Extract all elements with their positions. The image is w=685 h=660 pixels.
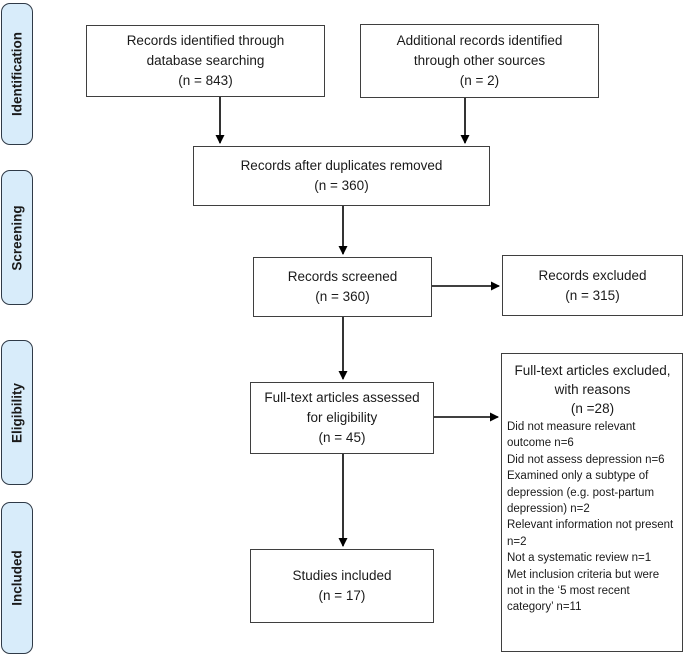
- box-records-screened: Records screened (n = 360): [253, 257, 432, 317]
- box-fulltext-assessed: Full-text articles assessed for eligibil…: [250, 382, 434, 454]
- sidebar-item-included: Included: [1, 502, 33, 654]
- box-studies-included-text: Studies included (n = 17): [292, 568, 392, 603]
- box-records-identified-text: Records identified through database sear…: [126, 33, 285, 88]
- box-duplicates-removed-text: Records after duplicates removed (n = 36…: [240, 158, 443, 193]
- sidebar-label-eligibility: Eligibility: [9, 382, 25, 443]
- box-records-screened-text: Records screened (n = 360): [287, 269, 398, 304]
- box-fulltext-assessed-text: Full-text articles assessed for eligibil…: [264, 390, 420, 445]
- sidebar-item-screening: Screening: [1, 170, 33, 305]
- sidebar-label-screening: Screening: [9, 204, 25, 271]
- sidebar-label-included: Included: [9, 550, 25, 606]
- reason-item: Not a systematic review n=1: [507, 552, 652, 565]
- box-records-identified: Records identified through database sear…: [86, 25, 325, 97]
- reason-item: Relevant information not present n=2: [507, 519, 674, 548]
- box-additional-records-text: Additional records identified through ot…: [396, 33, 563, 88]
- reason-item: Examined only a subtype of depression (e…: [507, 470, 655, 516]
- sidebar-label-identification: Identification: [9, 32, 25, 116]
- fulltext-excluded-reasons-list: Did not measure relevant outcome n=6 Did…: [507, 419, 678, 616]
- box-records-excluded: Records excluded (n = 315): [502, 255, 683, 316]
- sidebar-item-identification: Identification: [1, 3, 33, 145]
- sidebar-item-eligibility: Eligibility: [1, 340, 33, 485]
- reason-item: Met inclusion criteria but were not in t…: [507, 568, 660, 614]
- box-records-excluded-text: Records excluded (n = 315): [538, 267, 647, 303]
- reason-item: Did not assess depression n=6: [507, 453, 665, 466]
- box-fulltext-excluded: Full-text articles excluded, with reason…: [501, 353, 683, 652]
- box-additional-records: Additional records identified through ot…: [360, 24, 599, 98]
- box-fulltext-excluded-heading: Full-text articles excluded, with reason…: [514, 363, 671, 416]
- box-studies-included: Studies included (n = 17): [250, 549, 434, 623]
- reason-item: Did not measure relevant outcome n=6: [507, 421, 636, 450]
- box-duplicates-removed: Records after duplicates removed (n = 36…: [193, 146, 490, 206]
